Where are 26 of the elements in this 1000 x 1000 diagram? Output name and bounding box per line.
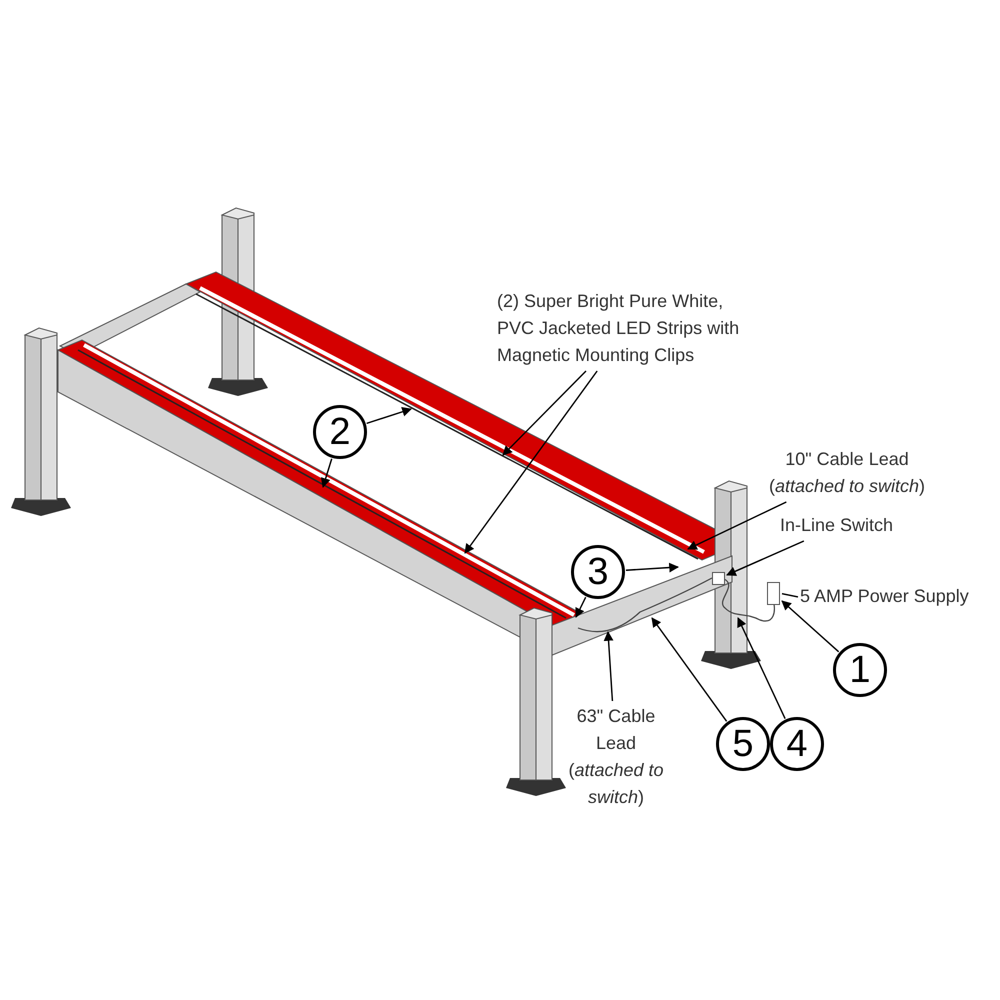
leader-line xyxy=(502,370,586,456)
leader-line xyxy=(782,593,798,598)
leader-line xyxy=(781,600,840,652)
callout-number: 1 xyxy=(833,643,887,697)
callout-text: 63" Cable Lead (attached to switch) xyxy=(558,703,674,811)
leader-line xyxy=(464,370,598,554)
callout-number: 5 xyxy=(716,717,770,771)
callout-text: 5 AMP Power Supply xyxy=(800,583,990,610)
callout-note: (attached to switch) xyxy=(768,475,926,498)
callout-number: 3 xyxy=(571,545,625,599)
callout-text: 10" Cable Lead xyxy=(784,448,910,471)
leader-line xyxy=(651,617,728,722)
leader-line xyxy=(737,617,786,719)
leader-line xyxy=(687,501,787,550)
leader-line xyxy=(320,458,332,488)
callout-number: 2 xyxy=(313,405,367,459)
leader-line xyxy=(604,631,614,702)
callout-text: (2) Super Bright Pure White, PVC Jacketed LED Strips with Magnetic Mounting Clips xyxy=(497,288,759,369)
callout-number: 4 xyxy=(770,717,824,771)
leader-line xyxy=(366,407,412,424)
leader-line xyxy=(575,596,586,618)
callout-text: In-Line Switch xyxy=(780,512,910,539)
switch-box xyxy=(712,572,725,585)
leader-line xyxy=(626,562,679,572)
leader-line xyxy=(726,540,804,576)
power-supply-box xyxy=(767,582,780,605)
